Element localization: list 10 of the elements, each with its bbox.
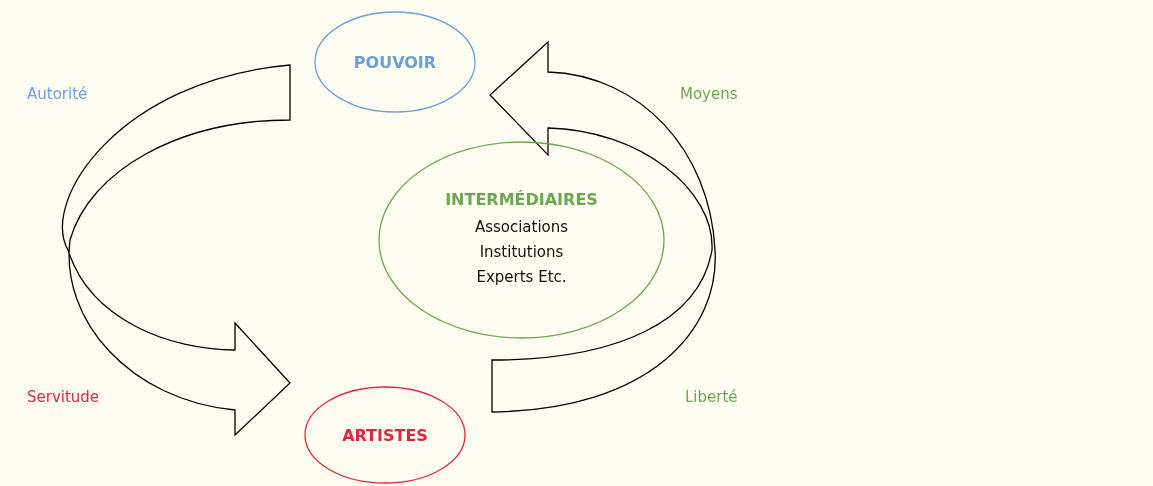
node-text: Associations Institutions Experts Etc. (473, 217, 570, 288)
side-label: Autorité (27, 85, 88, 103)
side-label: Moyens (680, 85, 738, 103)
side-label: Liberté (685, 388, 738, 406)
curved-block-arrow (489, 41, 716, 413)
node-title: INTERMÉDIAIRES (445, 190, 598, 209)
side-label: Servitude (27, 388, 100, 406)
node-title: ARTISTES (342, 425, 428, 445)
node-title: POUVOIR (353, 52, 437, 72)
curved-block-arrow (62, 64, 291, 436)
